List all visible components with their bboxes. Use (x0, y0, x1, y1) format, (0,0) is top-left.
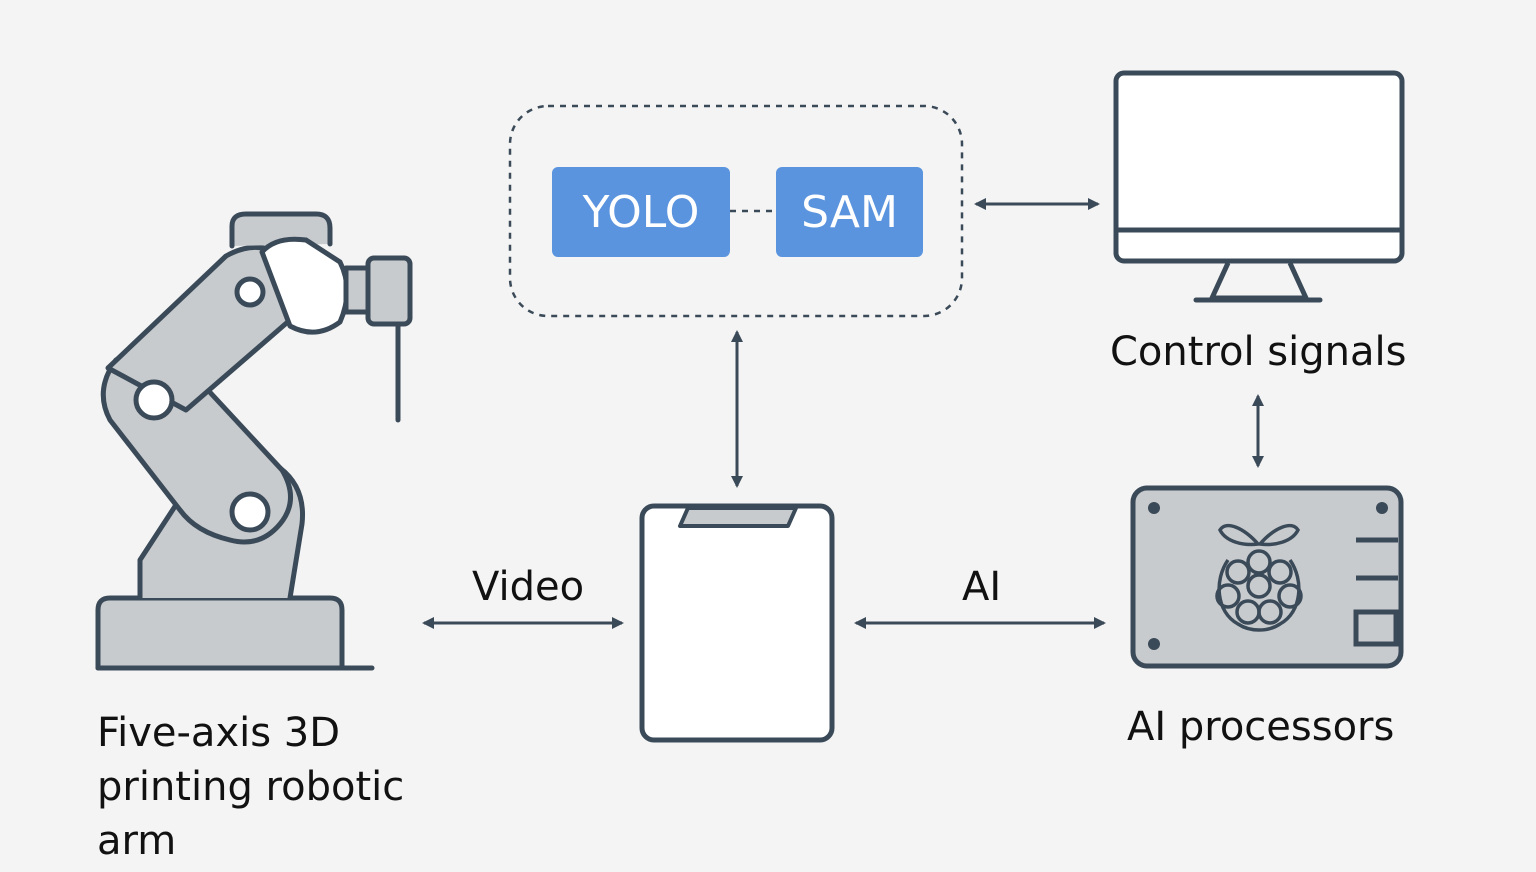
video-label: Video (472, 564, 585, 610)
robot-arm-caption-line1: Five-axis 3D (97, 710, 341, 756)
robot-arm-caption-line3: arm (97, 818, 177, 864)
yolo-model-chip: YOLO (552, 167, 730, 257)
sam-model-chip: SAM (776, 167, 923, 257)
yolo-label: YOLO (582, 186, 700, 238)
ai-label: AI (962, 564, 1002, 610)
monitor-icon (1113, 70, 1405, 303)
model-group-dashed-box (508, 104, 964, 318)
control-signals-label: Control signals (1110, 329, 1407, 375)
tablet-icon (639, 503, 835, 743)
raspberry-pi-board-icon (1130, 485, 1404, 669)
ai-processors-label: AI processors (1127, 704, 1395, 750)
robot-arm-caption-line2: printing robotic (97, 764, 405, 810)
robotic-arm-icon (95, 211, 413, 671)
sam-label: SAM (801, 186, 898, 238)
